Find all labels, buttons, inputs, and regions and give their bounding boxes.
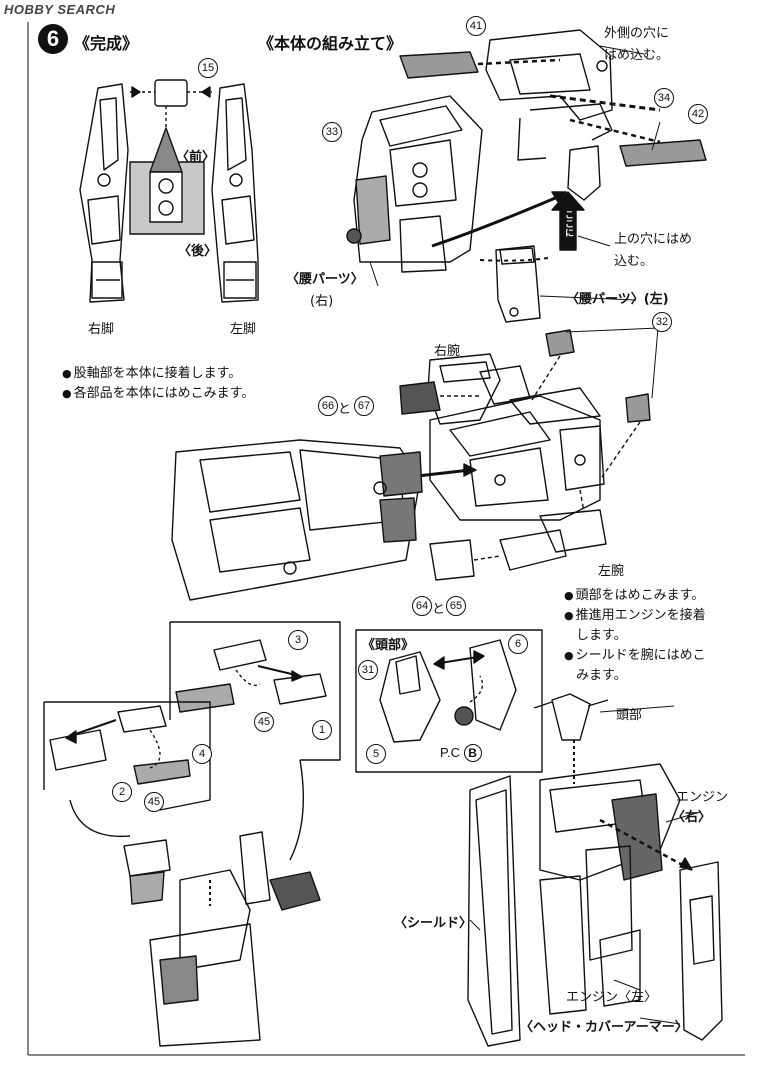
part-number: 31 [358,660,378,680]
part-number: 5 [366,744,386,764]
head-label: 頭部 [616,708,643,723]
left-arm-drawing [429,489,607,581]
left-arm-label: 左腕 [598,564,625,579]
waist-left-label: 〈腰パーツ〉(左) [566,292,669,307]
backpack-drawing [171,439,423,601]
part-number: 66 [318,396,338,416]
section-title: 《本体の組み立て》 [258,34,403,53]
upper-hole-label-2: 込む。 [614,254,654,269]
and-label: と [338,402,352,417]
waist-right-side-label: (右) [310,294,334,309]
engine-right-label-2: 〈右〉 [672,810,712,825]
pc-b-label: P.C B [440,744,482,762]
right-arm-label: 右腕 [434,344,461,359]
part-number: 1 [312,720,332,740]
head-cover-label: 〈ヘッド・カバーアーマー〉 [520,1020,688,1035]
pc-b-circle: B [463,744,482,762]
waist-right-label: 〈腰パーツ〉 [286,272,364,287]
torso-upper-drawing [346,29,707,273]
instruction-item: シールドを腕にはめこ [564,646,706,666]
part-number: 32 [652,312,672,332]
sub-assembly-box-1 [169,621,341,761]
shoulder-assembly-drawing [123,831,321,1047]
part-number: 41 [466,16,486,36]
left-leg-drawing [211,83,259,303]
instructions-list-1: 股軸部を本体に接着します。 各部品を本体にはめこみます。 [62,364,255,404]
outer-hole-label-1: 外側の穴に [604,26,670,41]
engine-right-label-1: エンジン [676,790,729,805]
watermark-text: HOBBY SEARCH [4,2,116,17]
part-number: 34 [654,88,674,108]
instructions-list-2: 頭部をはめこみます。 推進用エンジンを接着 します。 シールドを腕にはめこ みま… [564,586,706,686]
part-number: 42 [688,104,708,124]
step-title: 《完成》 [74,34,139,53]
right-arm-drawing [399,353,531,425]
step-number-badge: 6 [38,24,68,54]
crotch-axis-drawing [130,79,212,107]
right-leg-drawing [79,83,129,303]
and-label: と [432,602,446,617]
waist-left-drawing [479,245,549,323]
part-number: 6 [508,634,528,654]
part-number: 65 [446,596,466,616]
left-leg-label: 左脚 [230,322,257,337]
part-number: 33 [322,122,342,142]
insert-here-tag-label: ここに [563,210,573,237]
part-number: 4 [192,744,212,764]
watermark: HOBBY SEARCH [4,2,115,17]
part-number: 67 [354,396,374,416]
waist-plate-drawing [129,106,205,235]
right-leg-label: 右脚 [88,322,115,337]
pc-label: P.C [440,745,460,760]
head-box-drawing [355,629,543,773]
callout-leaders [69,759,305,861]
instruction-item: 頭部をはめこみます。 [564,586,706,606]
instruction-item-cont: します。 [576,628,627,643]
head-section-label: 《頭部》 [362,638,415,653]
final-assembly-drawing [467,693,723,1047]
upper-hole-label-1: 上の穴にはめ [614,232,693,247]
outer-hole-label-2: はめ込む。 [604,48,670,63]
shield-label: 〈シールド〉 [394,916,473,931]
part-number: 15 [198,58,218,78]
instruction-item: 推進用エンジンを接着 [564,606,706,626]
part-number: 2 [112,782,132,802]
sub-assembly-box-2 [43,701,211,811]
instruction-item: 各部品を本体にはめこみます。 [62,384,255,404]
insert-here-tag [551,191,585,251]
part-32-drawing [531,327,659,481]
instruction-item-cont: みます。 [576,668,627,683]
part-number: 45 [144,792,164,812]
front-label: 〈前〉 [176,150,216,165]
part-number: 3 [288,630,308,650]
back-label: 〈後〉 [178,244,218,259]
part-number: 64 [412,596,432,616]
engine-left-label: エンジン〈左〉 [566,990,658,1005]
part-number: 45 [254,712,274,732]
instruction-item: 股軸部を本体に接着します。 [62,364,254,384]
label-leaders [369,45,701,1025]
